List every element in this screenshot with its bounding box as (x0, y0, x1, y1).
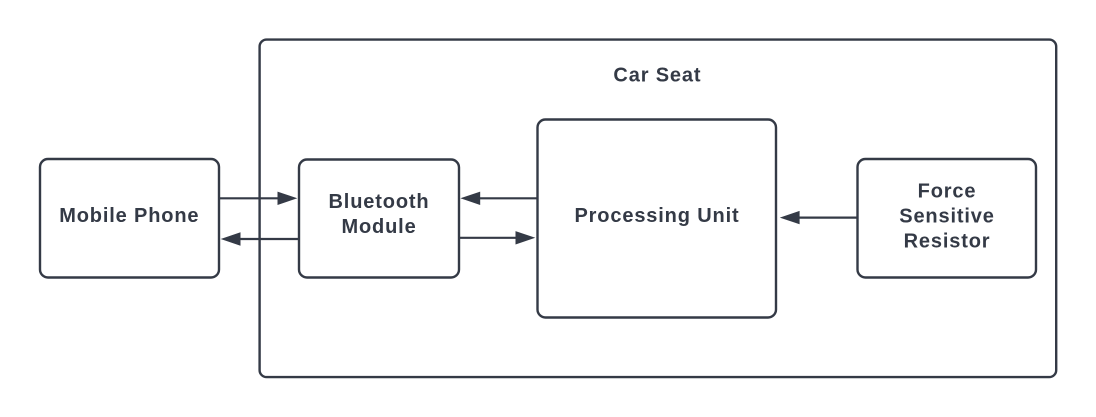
svg-text:Force: Force (918, 180, 977, 202)
svg-text:Processing Unit: Processing Unit (574, 205, 739, 227)
svg-text:Resistor: Resistor (904, 230, 991, 252)
svg-text:Module: Module (341, 216, 416, 238)
svg-text:Car Seat: Car Seat (613, 64, 701, 86)
svg-text:Mobile Phone: Mobile Phone (59, 205, 199, 227)
svg-text:Sensitive: Sensitive (899, 205, 994, 227)
svg-text:Bluetooth: Bluetooth (329, 191, 430, 213)
